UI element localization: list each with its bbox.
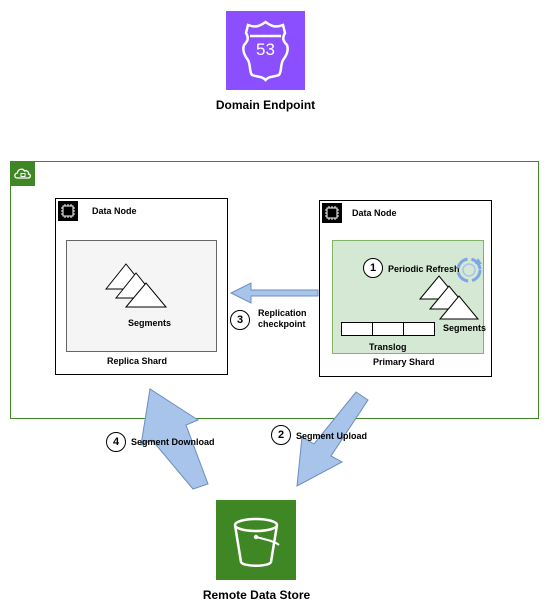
cloud-lock-icon bbox=[10, 161, 35, 186]
route53-badge-number: 53 bbox=[256, 40, 275, 59]
segment-triangle bbox=[438, 295, 480, 320]
chip-icon bbox=[58, 201, 78, 221]
segment-download-label: Segment Download bbox=[131, 437, 215, 447]
replica-segments-label: Segments bbox=[128, 318, 172, 328]
translog-label: Translog bbox=[369, 342, 407, 352]
step-badge-2: 2 bbox=[271, 425, 291, 445]
primary-node-label: Data Node bbox=[352, 208, 397, 218]
step-badge-1: 1 bbox=[363, 258, 383, 278]
replica-shard-label: Replica Shard bbox=[107, 356, 168, 366]
chip-icon bbox=[322, 203, 342, 223]
periodic-refresh-label: Periodic Refresh bbox=[388, 264, 460, 274]
translog-cell bbox=[403, 322, 435, 336]
segment-download-arrow bbox=[140, 388, 209, 490]
replication-checkpoint-label-line1: Replication bbox=[258, 308, 307, 318]
segment-upload-arrow bbox=[296, 391, 369, 487]
primary-shard-label: Primary Shard bbox=[373, 357, 435, 367]
vpc-group bbox=[10, 161, 539, 419]
segment-upload-label: Segment Upload bbox=[296, 431, 368, 441]
domain-endpoint-label: Domain Endpoint bbox=[215, 98, 316, 112]
replication-arrow bbox=[229, 282, 319, 304]
remote-data-store-icon bbox=[216, 500, 296, 580]
remote-data-store-label: Remote Data Store bbox=[202, 588, 311, 602]
replica-node-label: Data Node bbox=[92, 206, 137, 216]
route53-shield-icon bbox=[242, 20, 289, 82]
refresh-icon bbox=[456, 257, 482, 283]
segment-triangle bbox=[124, 282, 168, 308]
replication-checkpoint-label-line2: checkpoint bbox=[258, 319, 306, 329]
step-badge-3: 3 bbox=[230, 310, 250, 330]
domain-endpoint-icon: 53 bbox=[226, 11, 305, 90]
step-badge-4: 4 bbox=[106, 432, 126, 452]
primary-segments-label: Segments bbox=[443, 323, 487, 333]
s3-bucket-icon bbox=[233, 517, 280, 567]
